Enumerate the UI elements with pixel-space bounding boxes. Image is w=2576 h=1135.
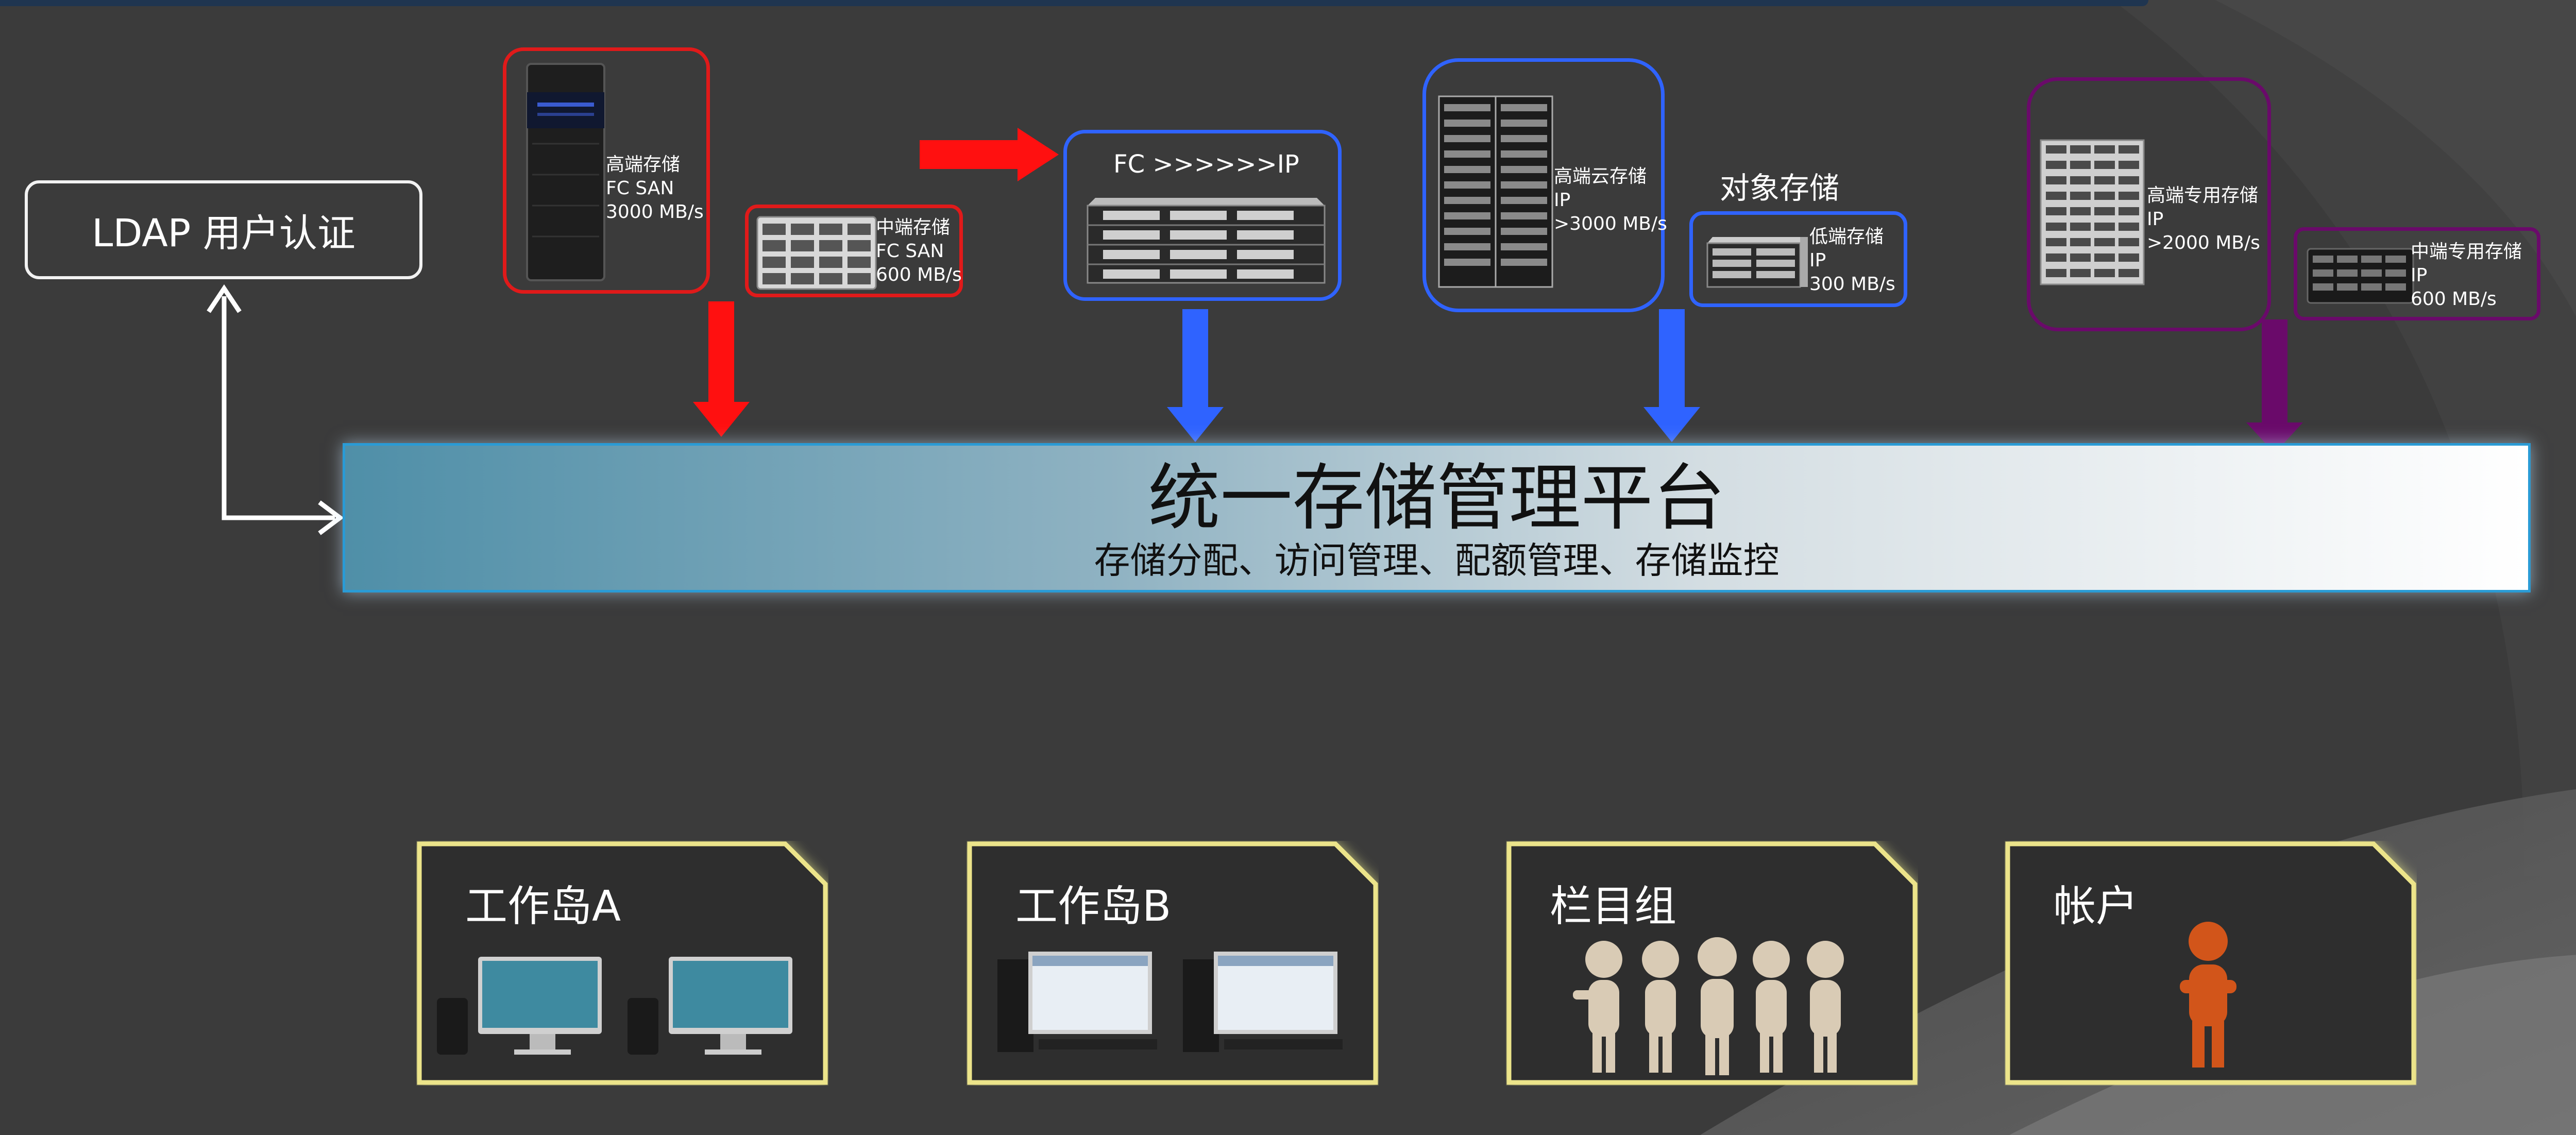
mid-end-storage-label: 中端存储 FC SAN 600 MB/s xyxy=(876,216,962,287)
dedicated-high-protocol: IP xyxy=(2147,209,2164,230)
low-end-storage-label: 低端存储 IP 300 MB/s xyxy=(1809,225,1895,296)
workspace-a-label: 工作岛A xyxy=(465,882,621,931)
top-bar xyxy=(0,0,2148,6)
ldap-label: LDAP 用户认证 xyxy=(92,211,355,256)
dedicated-mid-storage-icon xyxy=(2307,248,2414,304)
people-group-icon xyxy=(1573,937,1844,1075)
gateway-server-icon xyxy=(1087,198,1326,284)
mid-end-protocol: FC SAN xyxy=(876,241,944,262)
mid-end-storage-icon xyxy=(756,216,877,290)
cloud-protocol: IP xyxy=(1554,190,1571,211)
mid-end-name: 中端存储 xyxy=(876,217,951,238)
cloud-name: 高端云存储 xyxy=(1554,166,1647,187)
workspace-column-group: 栏目组 xyxy=(1506,841,1918,1086)
cloud-rack-icon xyxy=(1438,95,1553,288)
dedicated-high-storage-icon xyxy=(2040,139,2145,285)
workspace-account-label: 帐户 xyxy=(2054,882,2139,931)
gateway-label: FC >>>>>>IP xyxy=(1113,150,1299,179)
dedicated-high-name: 高端专用存储 xyxy=(2147,185,2259,206)
workspace-account: 帐户 xyxy=(2005,841,2417,1086)
dedicated-mid-speed: 600 MB/s xyxy=(2411,289,2497,310)
low-end-speed: 300 MB/s xyxy=(1809,274,1895,295)
low-end-storage-box: 低端存储 IP 300 MB/s xyxy=(1689,211,1907,307)
mid-end-speed: 600 MB/s xyxy=(876,264,962,285)
workspace-account-frame xyxy=(2005,841,2416,1085)
platform-title: 统一存储管理平台 xyxy=(1148,456,1725,540)
high-end-speed: 3000 MB/s xyxy=(606,201,704,223)
workstation-icon xyxy=(437,957,792,1055)
workspace-b: 工作岛B xyxy=(967,841,1379,1086)
dedicated-mid-storage-label: 中端专用存储 IP 600 MB/s xyxy=(2411,240,2522,311)
dedicated-mid-protocol: IP xyxy=(2411,265,2428,286)
high-end-protocol: FC SAN xyxy=(606,178,674,199)
unified-storage-platform: 统一存储管理平台 存储分配、访问管理、配额管理、存储监控 xyxy=(343,443,2531,592)
editing-station-icon xyxy=(997,952,1343,1052)
object-storage-title: 对象存储 xyxy=(1720,171,1840,206)
workspace-a: 工作岛A xyxy=(416,841,828,1086)
dedicated-high-storage-label: 高端专用存储 IP >2000 MB/s xyxy=(2147,184,2260,255)
ldap-auth-box: LDAP 用户认证 xyxy=(25,180,422,279)
cloud-storage-label: 高端云存储 IP >3000 MB/s xyxy=(1554,165,1667,236)
platform-subtitle: 存储分配、访问管理、配额管理、存储监控 xyxy=(1094,539,1780,582)
dedicated-mid-storage-box: 中端专用存储 IP 600 MB/s xyxy=(2294,227,2540,320)
cloud-storage-box: 高端云存储 IP >3000 MB/s xyxy=(1422,58,1667,312)
high-end-name: 高端存储 xyxy=(606,154,681,175)
workspace-column-group-label: 栏目组 xyxy=(1550,882,1677,931)
workspace-b-label: 工作岛B xyxy=(1015,882,1172,931)
dedicated-mid-name: 中端专用存储 xyxy=(2411,241,2522,262)
gateway-box: FC >>>>>>IP xyxy=(1063,130,1342,301)
low-end-storage-icon xyxy=(1706,237,1808,288)
cloud-speed: >3000 MB/s xyxy=(1554,213,1667,234)
dedicated-high-speed: >2000 MB/s xyxy=(2147,232,2260,253)
high-end-storage-icon xyxy=(526,63,605,281)
low-end-protocol: IP xyxy=(1809,250,1826,271)
high-end-storage-label: 高端存储 FC SAN 3000 MB/s xyxy=(606,153,704,224)
high-end-storage-box: 高端存储 FC SAN 3000 MB/s xyxy=(503,47,710,294)
dedicated-high-storage-box: 高端专用存储 IP >2000 MB/s xyxy=(2027,77,2271,331)
mid-end-storage-box: 中端存储 FC SAN 600 MB/s xyxy=(745,205,963,297)
low-end-name: 低端存储 xyxy=(1809,226,1884,247)
user-figure-icon xyxy=(2180,922,2236,1068)
